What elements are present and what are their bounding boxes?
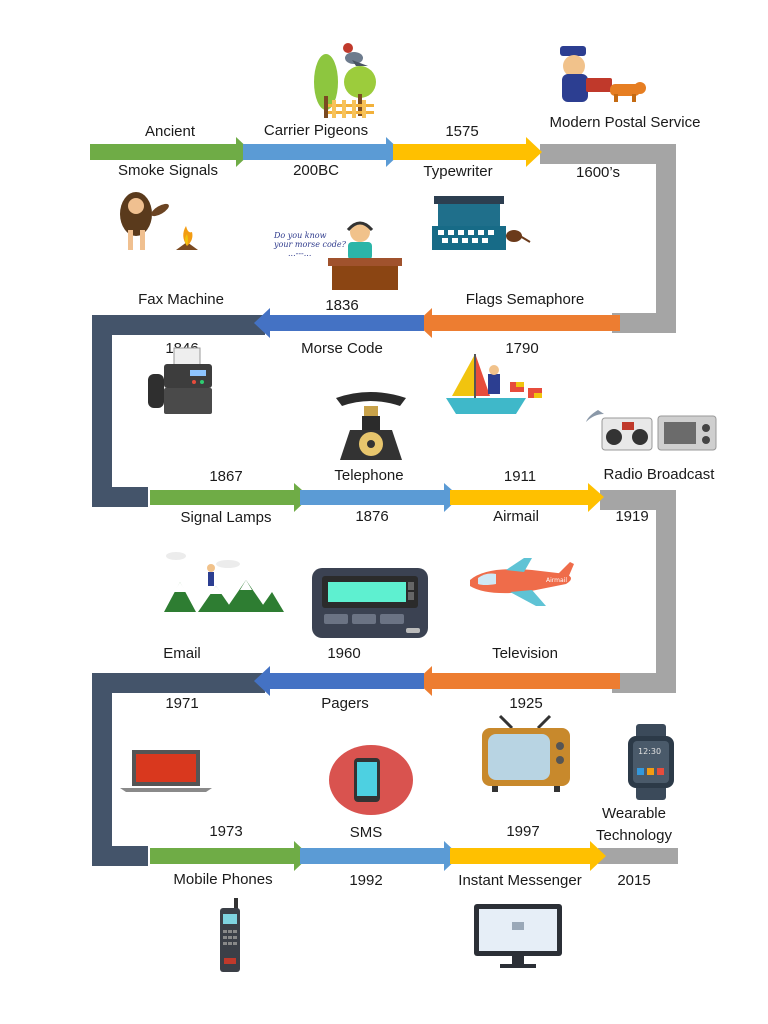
smartphone-icon <box>329 745 413 815</box>
label-radio-broadcast: Radio Broadcast <box>603 466 715 483</box>
laptop-icon <box>120 750 212 792</box>
fax-machine-icon <box>148 347 212 414</box>
label-1973: 1973 <box>209 823 243 840</box>
label-technology: Technology <box>596 827 672 844</box>
label-ancient: Ancient <box>144 123 196 140</box>
bubble-line-1: Do you know <box>274 231 327 240</box>
telephone-icon <box>336 392 406 460</box>
label-1997: 1997 <box>506 823 540 840</box>
label-1600s: 1600’s <box>576 164 620 181</box>
label-carrier-pigeons: Carrier Pigeons <box>263 122 369 139</box>
typewriter-icon <box>432 196 531 250</box>
arrow-instant-messenger <box>450 841 606 871</box>
mountains-icon <box>164 552 284 612</box>
sailboat-icon <box>446 354 542 414</box>
bubble-line-2: your morse code? <box>274 240 346 249</box>
label-airmail: Airmail <box>493 508 539 525</box>
monitor-icon <box>474 904 562 968</box>
bubble-line-3: ...---... <box>288 249 312 258</box>
label-1925: 1925 <box>509 695 543 712</box>
arrow-carrier-pigeons <box>243 137 402 167</box>
label-1876: 1876 <box>355 508 389 525</box>
label-1575: 1575 <box>445 123 479 140</box>
label-morse-code: Morse Code <box>301 340 383 357</box>
label-typewriter: Typewriter <box>423 163 493 180</box>
connector-right-2 <box>600 490 676 693</box>
label-instant-messenger: Instant Messenger <box>458 872 582 889</box>
arrow-airmail <box>450 483 604 512</box>
arrow-morse-code <box>254 308 424 338</box>
label-1971: 1971 <box>165 695 199 712</box>
caveman-icon <box>120 192 198 250</box>
airmail-plane-icon: Airmail <box>470 558 574 606</box>
label-television: Television <box>492 645 558 662</box>
postman-icon <box>560 46 646 102</box>
morse-operator-icon <box>328 221 402 290</box>
arrow-signal-lamps <box>150 483 310 512</box>
smartwatch-icon: 12:30 <box>628 724 674 800</box>
arrow-mobile-phones <box>150 841 310 871</box>
mobile-phone-icon <box>220 898 240 972</box>
label-1836: 1836 <box>325 297 359 314</box>
arrow-flags-semaphore <box>416 308 620 338</box>
label-1960: 1960 <box>327 645 361 662</box>
morse-speech-bubble: Do you know your morse code? ...---... <box>274 231 346 258</box>
label-2015: 2015 <box>617 872 651 889</box>
label-sms: SMS <box>349 824 383 841</box>
carrier-pigeon-icon <box>314 43 376 118</box>
label-email: Email <box>163 645 201 662</box>
arrow-pagers <box>254 666 424 696</box>
label-pagers: Pagers <box>321 695 369 712</box>
television-icon <box>482 714 570 792</box>
airmail-text: Airmail <box>546 577 567 584</box>
label-200bc: 200BC <box>293 162 339 179</box>
connector-left-2 <box>92 673 265 866</box>
label-signal-lamps: Signal Lamps <box>180 509 272 526</box>
radio-icon <box>586 410 717 451</box>
connector-right-1 <box>540 144 676 333</box>
label-smoke-signals: Smoke Signals <box>117 162 219 179</box>
label-1911: 1911 <box>503 468 537 485</box>
arrow-typewriter <box>393 137 542 167</box>
label-1992: 1992 <box>349 872 383 889</box>
label-mobile-phones: Mobile Phones <box>173 871 273 888</box>
label-telephone: Telephone <box>334 467 404 484</box>
label-fax-machine: Fax Machine <box>138 291 224 308</box>
connector-left-1 <box>92 315 265 507</box>
pager-icon <box>312 568 428 638</box>
label-1919: 1919 <box>615 508 649 525</box>
arrow-telephone <box>300 483 460 512</box>
label-1790: 1790 <box>505 340 539 357</box>
arrow-sms <box>300 841 460 871</box>
label-1867: 1867 <box>209 468 243 485</box>
label-modern-postal-service: Modern Postal Service <box>549 114 701 131</box>
watch-time-text: 12:30 <box>638 747 661 756</box>
arrow-television <box>416 666 620 696</box>
arrow-ancient <box>90 137 252 167</box>
timeline-end-segment <box>598 848 678 864</box>
label-wearable: Wearable <box>602 805 666 822</box>
label-flags-semaphore: Flags Semaphore <box>465 291 585 308</box>
